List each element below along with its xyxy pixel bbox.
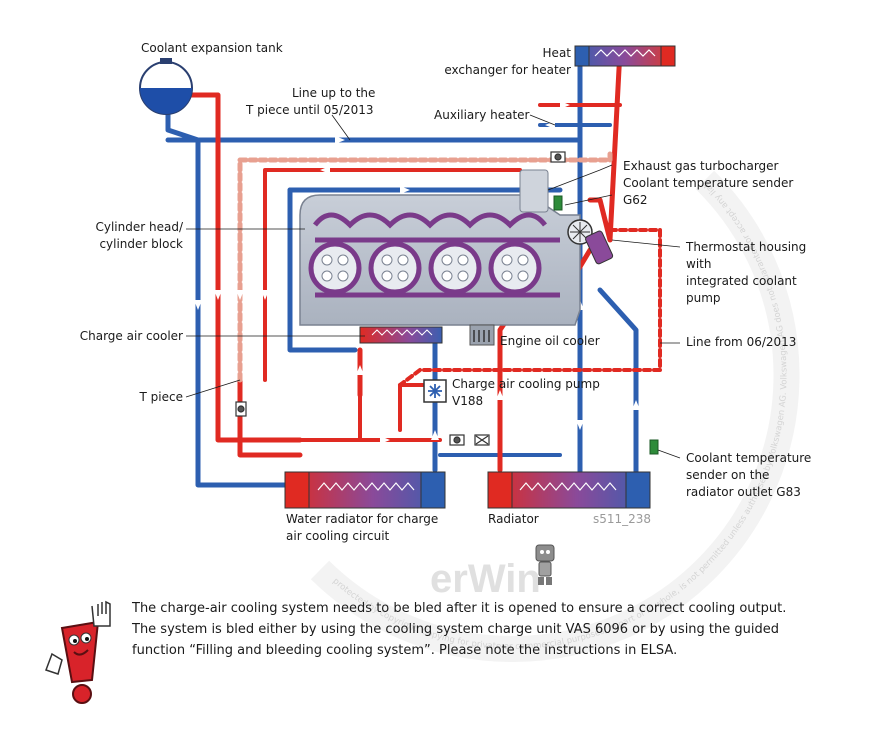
svg-text:protected by copyright. Copyin: protected by copyright. Copying for priv… [0,0,790,652]
valve-icons [235,151,566,446]
label-cylinder-1: Cylinder head/ [95,220,183,234]
note-line-1: The charge-air cooling system needs to b… [132,601,787,616]
charge-air-pump-icon [423,379,447,403]
note-line-2: The system is bled either by using the c… [132,622,780,637]
label-line-up-1: Line up to the [292,86,375,100]
label-engine-oil-cooler: Engine oil cooler [500,334,600,348]
label-heat-exchanger-2: exchanger for heater [444,63,571,77]
label-sender-g62-2: G62 [623,193,648,207]
label-thermostat-4: pump [686,291,721,305]
figure-reference: s511_238 [593,512,651,526]
label-water-radiator-1: Water radiator for charge [286,512,438,526]
label-thermostat-1: Thermostat housing [685,240,806,254]
label-radiator: Radiator [488,512,539,526]
label-line-up-2: T piece until 05/2013 [245,103,374,117]
label-line-from: Line from 06/2013 [686,335,796,349]
label-thermostat-3: integrated coolant [686,274,797,288]
radiator-icon [487,471,651,509]
watermark: protected by copyright. Copying for priv… [0,0,800,662]
label-sender-g83-1: Coolant temperature [686,451,811,465]
label-thermostat-2: with [686,257,711,271]
label-charge-air-cooler: Charge air cooler [80,329,183,343]
label-auxiliary-heater: Auxiliary heater [434,108,530,122]
bleeding-note: The charge-air cooling system needs to b… [132,598,852,661]
label-sender-g83-3: radiator outlet G83 [686,485,801,499]
heat-exchanger-icon [574,45,676,67]
label-pump-1: Charge air cooling pump [452,377,600,391]
water-radiator-icon [284,471,446,509]
diagram-labels: Coolant expansion tank Line up to the T … [80,41,812,543]
label-pump-2: V188 [452,394,483,408]
turbocharger-icon [519,169,593,245]
note-line-3: function “Filling and bleeding cooling s… [132,643,678,658]
sender-g62-icon [553,195,563,211]
label-turbo: Exhaust gas turbocharger [623,159,779,173]
watermark-arc-text: protected by copyright. Copying for priv… [0,0,790,652]
leader-lines [185,114,681,459]
engine-block-icon [299,194,581,346]
label-heat-exchanger-1: Heat [543,46,572,60]
charge-air-cooler-icon [359,326,443,344]
label-t-piece: T piece [139,390,183,404]
warning-exclamation-icon [45,600,111,704]
thermostat-housing-icon [585,230,614,265]
watermark-brand: erWin [430,557,541,601]
label-sender-g62-1: Coolant temperature sender [623,176,793,190]
expansion-tank-icon [139,58,193,115]
sender-g83-icon [649,439,659,455]
label-sender-g83-2: sender on the [686,468,769,482]
label-water-radiator-2: air cooling circuit [286,529,390,543]
robot-icon [535,544,555,585]
label-cylinder-2: cylinder block [99,237,183,251]
label-expansion-tank: Coolant expansion tank [141,41,283,55]
